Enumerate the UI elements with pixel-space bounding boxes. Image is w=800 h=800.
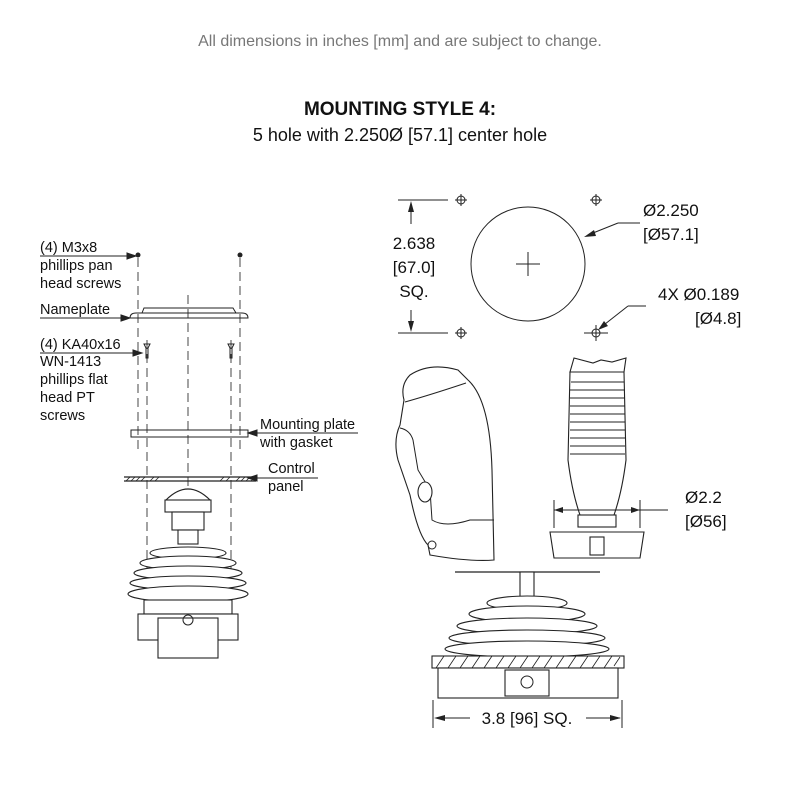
label-control-panel-1: Control (268, 461, 315, 477)
square-dim-2: [67.0] (393, 258, 436, 277)
base-width-dim: 3.8 [96] SQ. (482, 709, 573, 728)
label-mounting-plate-2: with gasket (259, 435, 333, 451)
label-flat-screws-3: phillips flat (40, 372, 108, 388)
center-hole-dim-1: Ø2.250 (643, 201, 699, 220)
label-flat-screws-1: (4) KA40x16 (40, 337, 121, 353)
label-flat-screws-2: WN-1413 (40, 354, 101, 370)
mount-holes (455, 194, 608, 341)
mount-hole-dim-1: 4X Ø0.189 (658, 285, 739, 304)
label-pan-screws-1: (4) M3x8 (40, 240, 97, 256)
square-dim-1: 2.638 (393, 234, 436, 253)
mount-hole-dim-2: [Ø4.8] (695, 309, 741, 328)
page-subtitle: 5 hole with 2.250Ø [57.1] center hole (253, 125, 547, 145)
disclaimer-note: All dimensions in inches [mm] and are su… (198, 33, 602, 50)
joystick-side-view: Ø2.2 [Ø56] 3.8 [96] SQ. (395, 357, 727, 728)
label-flat-screws-5: screws (40, 408, 85, 424)
center-hole (470, 206, 586, 322)
label-control-panel-2: panel (268, 479, 303, 495)
label-pan-screws-3: head screws (40, 276, 121, 292)
label-pan-screws-2: phillips pan (40, 258, 113, 274)
label-nameplate: Nameplate (40, 302, 110, 318)
page-title: MOUNTING STYLE 4: (304, 99, 496, 120)
center-hole-dim-2: [Ø57.1] (643, 225, 699, 244)
label-flat-screws-4: head PT (40, 390, 95, 406)
label-mounting-plate-1: Mounting plate (260, 417, 355, 433)
handle-dia-1: Ø2.2 (685, 488, 722, 507)
square-dim-3: SQ. (399, 282, 428, 301)
exploded-view: (4) M3x8 phillips pan head screws Namepl… (40, 240, 358, 659)
panel-cutout-view: 2.638 [67.0] SQ. Ø2.250 [Ø57.1] 4X Ø0.18… (393, 194, 741, 341)
handle-dia-2: [Ø56] (685, 512, 727, 531)
joystick-front-view (127, 488, 249, 659)
